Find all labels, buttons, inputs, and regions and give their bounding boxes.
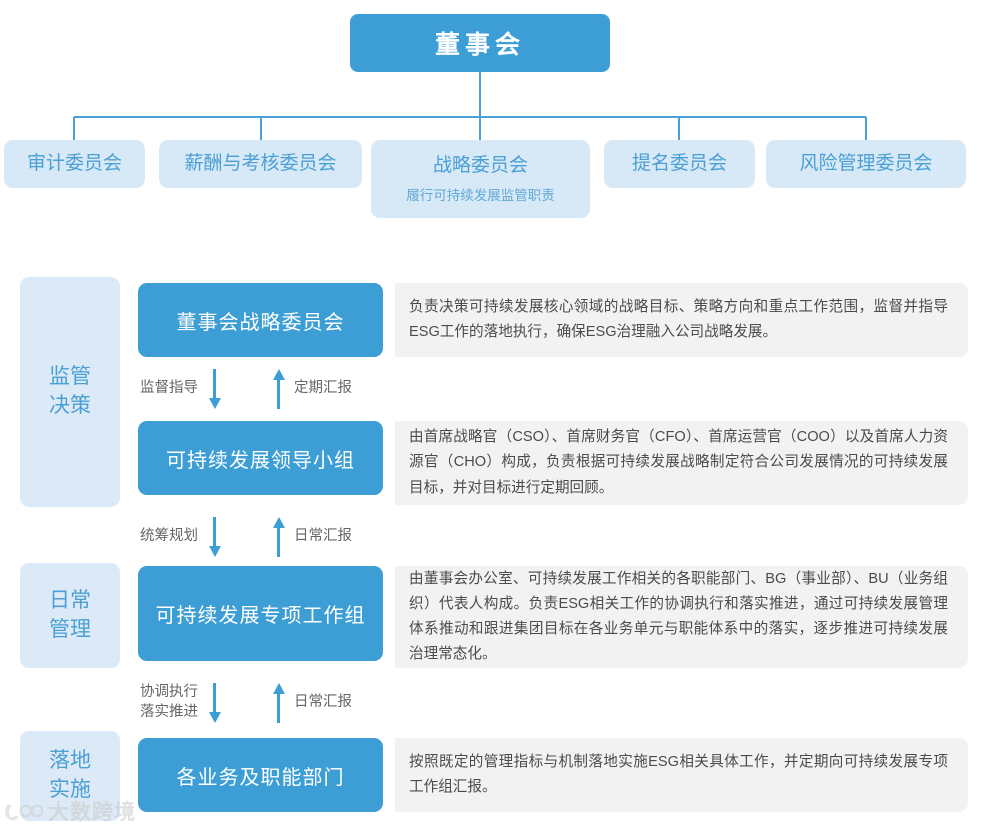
connector-group-2: 统筹规划 日常汇报 [140, 514, 352, 560]
board-of-directors-box: 董事会 [350, 14, 610, 72]
role-label: 可持续发展领导小组 [166, 449, 355, 472]
description-text: 按照既定的管理指标与机制落地实施ESG相关具体工作，并定期向可持续发展专项工作组… [409, 753, 948, 795]
role-label: 各业务及职能部门 [176, 766, 345, 789]
role-box-sustainability-task-force[interactable]: 可持续发展专项工作组 [138, 566, 383, 661]
description-box-board-strategy-committee: 负责决策可持续发展核心领域的战略目标、策略方向和重点工作范围，监督并指导ESG工… [395, 283, 968, 357]
connector-down-label-1: 监督指导 [140, 380, 198, 397]
description-text: 由董事会办公室、可持续发展工作相关的各职能部门、BG（事业部）、BU（业务组织）… [409, 570, 948, 663]
stage-label-text: 监管决策 [49, 365, 91, 417]
role-box-sustainability-leadership-group[interactable]: 可持续发展领导小组 [138, 421, 383, 495]
arrow-down-icon [207, 517, 221, 557]
description-box-sustainability-task-force: 由董事会办公室、可持续发展工作相关的各职能部门、BG（事业部）、BU（业务组织）… [395, 566, 968, 668]
connector-down-label-3-line1: 协调执行 [140, 684, 198, 701]
connector-up-label-3: 日常汇报 [294, 694, 352, 711]
stage-label-supervision-decision: 监管决策 [20, 277, 120, 507]
connector-group-1: 监督指导 定期汇报 [140, 366, 352, 412]
committee-title: 风险管理委员会 [799, 152, 933, 174]
arrow-down-icon [207, 683, 221, 723]
connector-down-label-2: 统筹规划 [140, 528, 198, 545]
committee-box-audit[interactable]: 审计委员会 [4, 140, 145, 188]
arrow-up-icon [271, 369, 285, 409]
stage-label-text: 日常管理 [49, 588, 91, 641]
committee-box-nomination[interactable]: 提名委员会 [604, 140, 755, 188]
committee-subtitle: 履行可持续发展监管职责 [406, 188, 555, 204]
connector-down-label-3-line2: 落实推进 [140, 704, 198, 720]
committee-box-remuneration-appraisal[interactable]: 薪酬与考核委员会 [159, 140, 362, 188]
description-text: 由首席战略官（CSO）、首席财务官（CFO）、首席运营官（COO）以及首席人力资… [409, 429, 948, 496]
connector-up-label-1: 定期汇报 [294, 380, 352, 397]
stage-label-text: 落地实施 [49, 749, 91, 801]
committee-title: 薪酬与考核委员会 [184, 152, 337, 174]
stage-label-implementation: 落地实施 [20, 731, 120, 821]
connector-down-label-3: 协调执行 落实推进 [140, 683, 198, 722]
arrow-up-icon [271, 683, 285, 723]
committee-box-risk-management[interactable]: 风险管理委员会 [766, 140, 966, 188]
connector-group-3: 协调执行 落实推进 日常汇报 [140, 680, 352, 726]
role-label: 可持续发展专项工作组 [155, 605, 366, 627]
description-box-sustainability-leadership-group: 由首席战略官（CSO）、首席财务官（CFO）、首席运营官（COO）以及首席人力资… [395, 421, 968, 505]
arrow-down-icon [207, 369, 221, 409]
stage-label-daily-management: 日常管理 [20, 563, 120, 668]
description-text: 负责决策可持续发展核心领域的战略目标、策略方向和重点工作范围，监督并指导ESG工… [409, 298, 948, 340]
arrow-up-icon [271, 517, 285, 557]
committee-title: 战略委员会 [432, 154, 528, 176]
board-of-directors-label: 董事会 [434, 31, 525, 59]
connector-up-label-2: 日常汇报 [294, 528, 352, 545]
role-box-business-functional-departments[interactable]: 各业务及职能部门 [138, 738, 383, 812]
description-box-business-functional-departments: 按照既定的管理指标与机制落地实施ESG相关具体工作，并定期向可持续发展专项工作组… [395, 738, 968, 812]
role-box-board-strategy-committee[interactable]: 董事会战略委员会 [138, 283, 383, 357]
committee-title: 审计委员会 [26, 152, 122, 174]
role-label: 董事会战略委员会 [176, 311, 345, 334]
committee-title: 提名委员会 [631, 152, 727, 174]
committee-box-strategy[interactable]: 战略委员会 履行可持续发展监管职责 [371, 140, 590, 218]
